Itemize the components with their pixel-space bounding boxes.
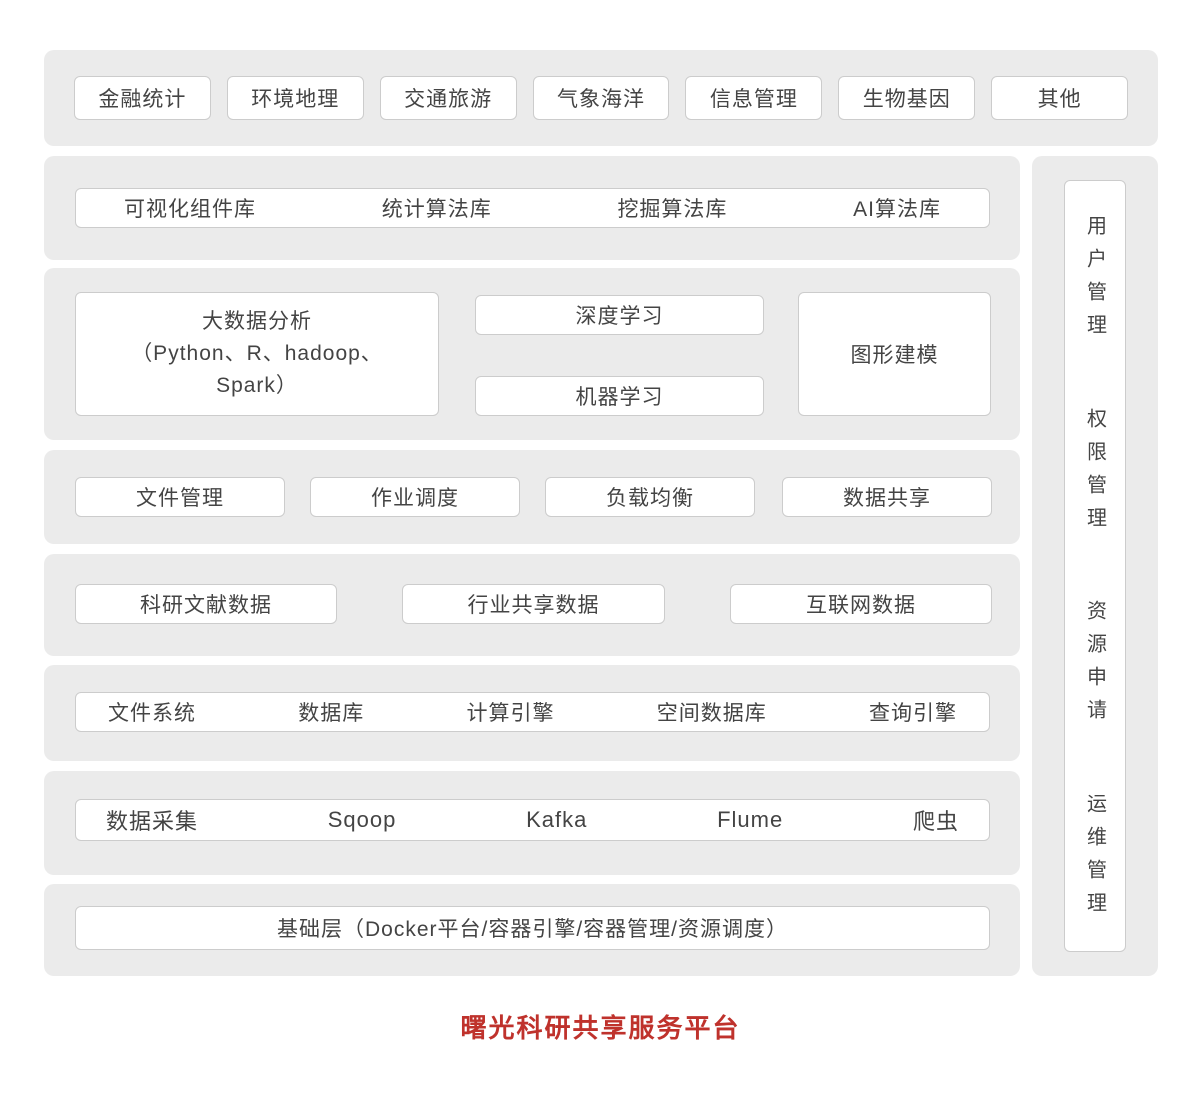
domain-category-box: 生物基因: [838, 76, 976, 120]
storage-label: 空间数据库: [656, 702, 767, 725]
storage-label: 文件系统: [108, 702, 196, 725]
library-label: AI算法库: [853, 198, 941, 221]
domain-category-box: 信息管理: [685, 76, 823, 120]
file-management-box: 文件管理: [75, 477, 285, 517]
domain-category-box: 其他: [991, 76, 1129, 120]
storage-label: 查询引擎: [869, 702, 957, 725]
machine-learning-box: 机器学习: [475, 376, 764, 416]
library-label: 挖掘算法库: [617, 198, 728, 221]
resource-application-label: 资源申请: [1083, 600, 1106, 733]
algorithm-libraries-box: 可视化组件库 统计算法库 挖掘算法库 AI算法库: [75, 188, 990, 228]
ops-management-label: 运维管理: [1083, 792, 1106, 925]
data-collection-row: 数据采集 Sqoop Kafka Flume 爬虫: [44, 771, 1020, 875]
collection-label: 数据采集: [106, 809, 199, 834]
domain-categories-row: 金融统计 环境地理 交通旅游 气象海洋 信息管理 生物基因 其他: [44, 50, 1158, 146]
job-scheduling-box: 作业调度: [310, 477, 520, 517]
data-collection-box: 数据采集 Sqoop Kafka Flume 爬虫: [75, 799, 990, 841]
page-title: 曙光科研共享服务平台: [460, 1013, 741, 1043]
research-literature-data-box: 科研文献数据: [75, 584, 337, 624]
collection-label: Sqoop: [327, 807, 397, 832]
deep-learning-box: 深度学习: [475, 295, 764, 335]
domain-category-box: 环境地理: [226, 76, 364, 120]
collection-label: 爬虫: [912, 809, 959, 834]
algorithm-libraries-row: 可视化组件库 统计算法库 挖掘算法库 AI算法库: [44, 156, 1020, 260]
management-sidebar-box: 用户管理 权限管理 资源申请 运维管理: [1064, 180, 1126, 952]
data-sharing-box: 数据共享: [782, 477, 992, 517]
storage-label: 数据库: [298, 702, 365, 725]
analysis-layer-row: 大数据分析 （Python、R、hadoop、 Spark） 深度学习 机器学习…: [44, 268, 1020, 440]
domain-category-box: 金融统计: [74, 76, 211, 120]
graph-modeling-box: 图形建模: [798, 292, 991, 416]
collection-label: Kafka: [526, 807, 588, 832]
bigdata-analysis-box: 大数据分析 （Python、R、hadoop、 Spark）: [75, 292, 439, 416]
platform-services-row: 文件管理 作业调度 负载均衡 数据共享: [44, 450, 1020, 544]
storage-engines-box: 文件系统 数据库 计算引擎 空间数据库 查询引擎: [75, 692, 990, 732]
user-management-label: 用户管理: [1083, 215, 1106, 347]
base-layer-row: 基础层（Docker平台/容器引擎/容器管理/资源调度）: [44, 884, 1020, 976]
data-sources-row: 科研文献数据 行业共享数据 互联网数据: [44, 554, 1020, 656]
permission-management-label: 权限管理: [1083, 407, 1106, 540]
storage-label: 计算引擎: [466, 702, 555, 725]
library-label: 统计算法库: [381, 198, 492, 221]
management-sidebar: 用户管理 权限管理 资源申请 运维管理: [1032, 156, 1158, 976]
collection-label: Flume: [717, 807, 784, 832]
library-label: 可视化组件库: [124, 198, 256, 221]
load-balancing-box: 负载均衡: [545, 477, 755, 517]
storage-engines-row: 文件系统 数据库 计算引擎 空间数据库 查询引擎: [44, 665, 1020, 761]
industry-shared-data-box: 行业共享数据: [402, 584, 665, 624]
base-layer-box: 基础层（Docker平台/容器引擎/容器管理/资源调度）: [75, 906, 990, 950]
domain-category-box: 交通旅游: [379, 76, 517, 120]
domain-category-box: 气象海洋: [532, 76, 670, 120]
internet-data-box: 互联网数据: [730, 584, 992, 624]
